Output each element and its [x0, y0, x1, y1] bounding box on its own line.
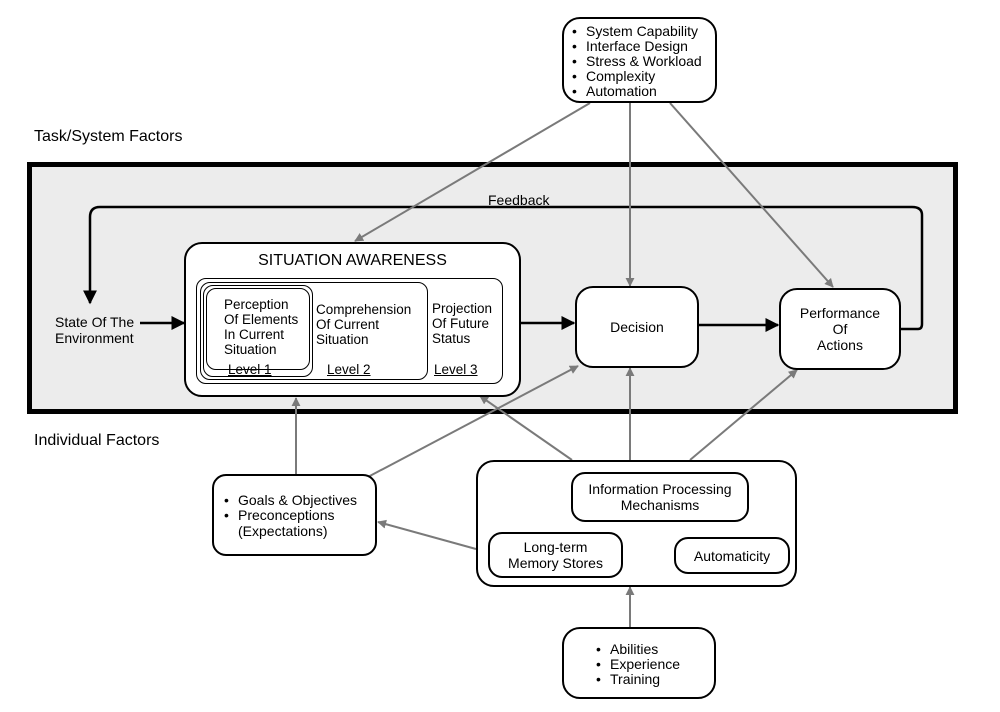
projection-line: Of Future [432, 316, 490, 331]
system-factor-item: System Capability [572, 24, 702, 40]
long-term-memory-line: Memory Stores [508, 555, 603, 571]
level2-frame [200, 282, 428, 380]
level1-frame-inner [206, 288, 310, 370]
comprehension-line: Comprehension [316, 302, 412, 317]
performance-box: Performance Of Actions [779, 288, 901, 370]
level2-label: Level 2 [327, 362, 371, 377]
individual-factors-box: Information Processing Mechanisms Long-t… [476, 460, 797, 587]
perception-text: Perception Of Elements In Current Situat… [224, 297, 298, 357]
goals-continuation: (Expectations) [238, 523, 328, 539]
level1-frame-outer [203, 285, 313, 377]
long-term-memory-box: Long-term Memory Stores [488, 532, 623, 578]
abilities-list: Abilities Experience Training [596, 642, 680, 688]
info-processing-line: Mechanisms [620, 497, 700, 513]
performance-line: Performance [799, 305, 881, 321]
projection-line: Projection [432, 301, 493, 316]
info-processing-line: Information Processing [588, 481, 732, 497]
comprehension-line: Of Current [316, 317, 380, 332]
abilities-box: Abilities Experience Training [562, 627, 716, 699]
perception-line: Of Elements [224, 312, 299, 327]
long-term-memory-line: Long-term [523, 539, 588, 555]
perception-line: In Current [224, 327, 285, 342]
info-processing-box: Information Processing Mechanisms [571, 472, 749, 522]
level3-label: Level 3 [434, 362, 478, 377]
system-factors-box: System Capability Interface Design Stres… [562, 17, 717, 103]
goals-box: Goals & Objectives Preconceptions (Expec… [212, 474, 377, 556]
perception-line: Situation [224, 342, 277, 357]
feedback-label: Feedback [488, 192, 550, 208]
goals-item: Preconceptions [224, 508, 357, 524]
perception-line: Perception [224, 297, 289, 312]
goals-item: Goals & Objectives [224, 493, 357, 509]
situation-awareness-box: SITUATION AWARENESS Perception Of Elemen… [184, 242, 521, 397]
decision-box: Decision [575, 286, 699, 368]
system-factor-item: Automation [572, 84, 702, 100]
abilities-item: Training [596, 672, 680, 688]
projection-line: Status [432, 331, 471, 346]
state-of-environment-line2: Environment [55, 330, 134, 346]
state-of-environment-line1: State Of The [55, 314, 135, 330]
automaticity-box: Automaticity [674, 537, 790, 574]
task-system-factors-label: Task/System Factors [34, 128, 183, 145]
comprehension-text: Comprehension Of Current Situation [316, 302, 411, 347]
situation-awareness-title: SITUATION AWARENESS [258, 252, 447, 269]
level1-label: Level 1 [228, 362, 272, 377]
performance-line: Actions [817, 337, 863, 353]
system-factor-item: Stress & Workload [572, 54, 702, 70]
individual-factors-label: Individual Factors [34, 432, 160, 449]
level3-frame [196, 278, 503, 384]
system-factors-list: System Capability Interface Design Stres… [572, 24, 702, 100]
system-factor-item: Complexity [572, 69, 702, 85]
system-factor-item: Interface Design [572, 39, 702, 55]
projection-text: Projection Of Future Status [432, 301, 492, 346]
state-of-environment-label: State Of The Environment [55, 314, 134, 346]
comprehension-line: Situation [316, 332, 369, 347]
performance-line: Of [832, 321, 848, 337]
goals-list: Goals & Objectives Preconceptions [224, 493, 357, 524]
abilities-item: Experience [596, 657, 680, 673]
abilities-item: Abilities [596, 642, 680, 658]
